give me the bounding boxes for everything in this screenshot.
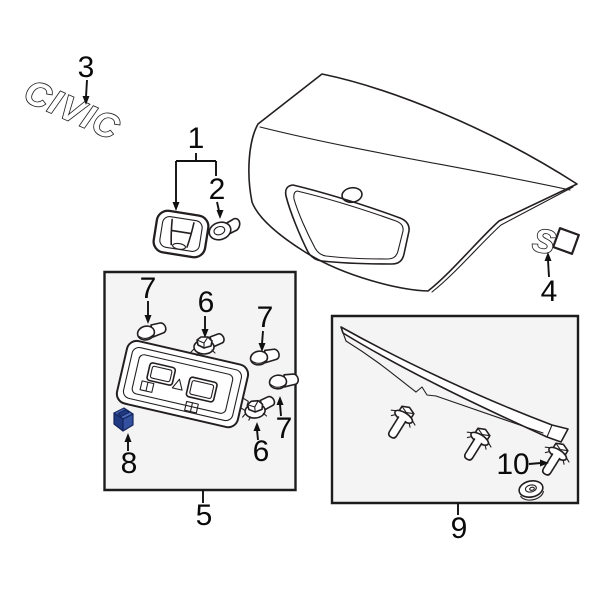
garnish-triangle-detail: [172, 378, 184, 390]
leader-1-bracket: [176, 153, 216, 203]
si-emblem-square: [553, 228, 579, 254]
arrowhead-6b: [253, 422, 261, 431]
callout-emblem-grommet[interactable]: 2: [208, 173, 226, 206]
civic-emblem-text: CIVIC: [19, 73, 126, 149]
h-emblem-h-glyph: [168, 219, 194, 247]
nut-outer: [518, 479, 545, 500]
arrowhead-7a: [144, 315, 152, 324]
spoiler-drawing: [341, 327, 568, 442]
trunk-lid-outline: [249, 74, 577, 291]
garnish-lamp-left-inner: [150, 366, 172, 382]
garnish-panel: [131, 354, 234, 415]
spoiler-lower-line-a: [346, 341, 416, 392]
leader-6b: [257, 430, 258, 440]
clip-drawing: [114, 408, 133, 431]
leader-3: [86, 80, 87, 97]
clip-side-face: [123, 414, 133, 431]
nut-thickness: [521, 491, 545, 502]
garnish-detail-left-line: [146, 382, 148, 391]
callout-spoiler-assembly[interactable]: 9: [450, 512, 468, 545]
nut-inner-ring: [525, 484, 537, 493]
callout-garnish-bolt-a[interactable]: 6: [197, 286, 215, 319]
grommet-hole: [213, 225, 226, 236]
trunk-crease-line: [260, 127, 570, 190]
nut-hole: [529, 487, 534, 491]
trunk-edge-inner-line: [432, 187, 573, 292]
callout-spoiler-bolt[interactable]: 10: [496, 448, 530, 481]
si-emblem-s-text: S: [530, 221, 559, 262]
arrowhead-10: [540, 459, 549, 467]
garnish-lamp-right-inner: [189, 380, 214, 399]
si-emblem-drawing: S: [529, 220, 579, 262]
callout-si-emblem[interactable]: 4: [540, 275, 558, 308]
grommet-drawing: [207, 219, 240, 243]
arrowhead-6a: [201, 329, 209, 338]
callout-garnish-bolt-b[interactable]: 6: [252, 435, 270, 468]
spoiler-body: [341, 327, 568, 442]
garnish-lamp-left: [146, 362, 175, 385]
callout-emblem-assembly[interactable]: 1: [187, 122, 205, 155]
h-emblem-outer: [152, 209, 210, 259]
h-emblem-bottom-oval: [172, 243, 186, 251]
license-garnish-drawing: [115, 339, 256, 431]
leader-7b: [262, 331, 263, 344]
arrowhead-7c: [276, 396, 284, 405]
garnish-lamp-right: [186, 377, 218, 403]
callout-civic-emblem[interactable]: 3: [77, 51, 95, 84]
leader-2: [217, 202, 219, 211]
spoiler-endcap-line: [547, 425, 552, 437]
spoiler-nut-drawing: [518, 479, 545, 503]
arrowhead-1: [172, 202, 180, 211]
h-emblem-drawing: [152, 209, 210, 259]
arrowhead-7b: [258, 343, 266, 352]
leader-7c: [280, 404, 281, 416]
callout-garnish-clip[interactable]: 8: [120, 447, 138, 480]
arrowhead-3: [82, 96, 90, 105]
civic-emblem-drawing: CIVIC: [18, 72, 127, 149]
callout-license-garnish-assembly[interactable]: 5: [195, 499, 213, 532]
spoiler-tip-line: [342, 330, 346, 341]
arrowhead-2: [216, 210, 224, 219]
license-plate-recess-outer: [286, 185, 409, 264]
clip-step-detail: [118, 410, 129, 417]
callout-garnish-screw-a[interactable]: 7: [139, 272, 157, 305]
callout-garnish-screw-b[interactable]: 7: [256, 301, 274, 334]
leader-4: [548, 260, 549, 277]
grommet-flange: [207, 220, 233, 243]
license-plate-recess-inner: [294, 191, 403, 259]
garnish-inner-line: [122, 346, 243, 422]
arrowhead-8: [124, 433, 132, 442]
arrowhead-4: [544, 252, 552, 261]
trunk-lid-drawing: [249, 74, 577, 292]
spoiler-notch: [416, 387, 436, 396]
leader-lines: [82, 80, 552, 515]
spoiler-lower-line-b: [436, 396, 543, 433]
callout-garnish-screw-c[interactable]: 7: [275, 412, 293, 445]
leader-10: [529, 463, 541, 464]
